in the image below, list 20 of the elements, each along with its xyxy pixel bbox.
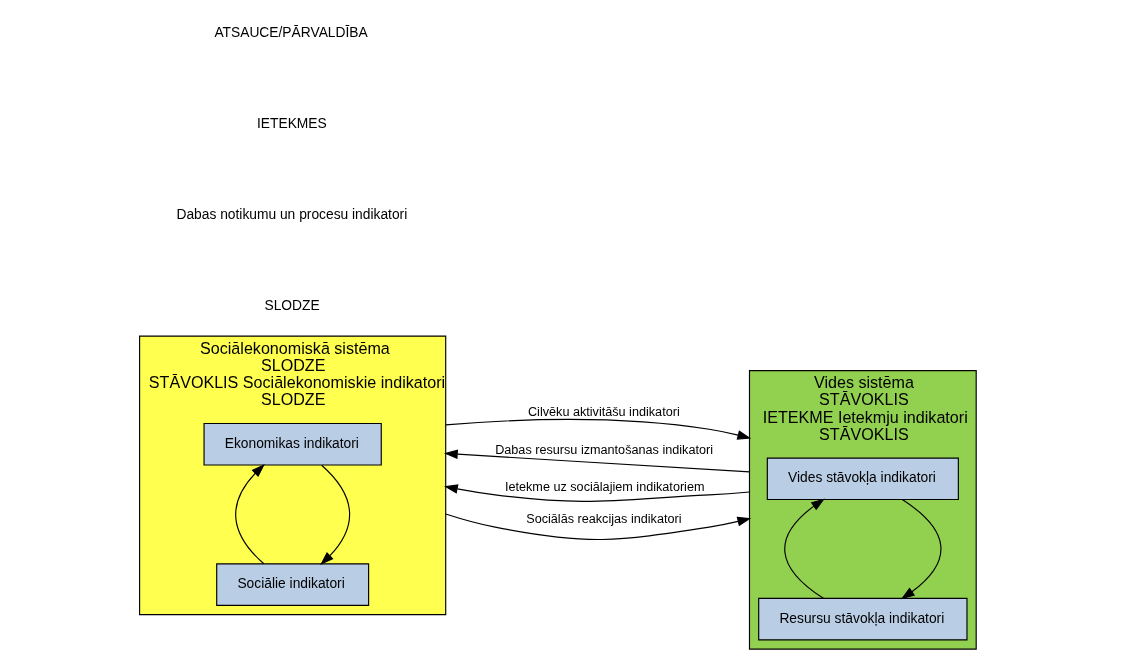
label: IETEKMES: [256, 115, 327, 131]
edge-label: Ietekme uz sociālajiem indikatoriem: [504, 480, 704, 495]
edge-label: Dabas resursu izmantošanas indikatori: [494, 443, 713, 458]
label: SLODZE: [263, 297, 320, 313]
node-box: Resursu stāvokļa indikatori: [757, 597, 968, 641]
arrow: [444, 418, 751, 440]
arrow: [234, 464, 265, 565]
node-box: Ekonomikas indikatori: [202, 422, 382, 466]
edge-label: Cilvēku aktivitāšu indikatori: [527, 405, 680, 420]
arrow: [443, 484, 750, 502]
node-box: Sociālie indikatori: [215, 563, 369, 606]
arrow: [444, 513, 751, 541]
label: ATSAUCE/PĀRVALDĪBA: [213, 25, 368, 40]
arrow: [900, 498, 941, 600]
arrow: [783, 498, 825, 599]
arrow: [319, 464, 350, 565]
arrow: [443, 449, 750, 473]
node-box: Vides stāvokļa indikatori: [766, 457, 959, 501]
edge-label: Sociālās reakcijas indikatori: [525, 512, 682, 527]
label: Dabas notikumu un procesu indikatori: [175, 206, 407, 222]
